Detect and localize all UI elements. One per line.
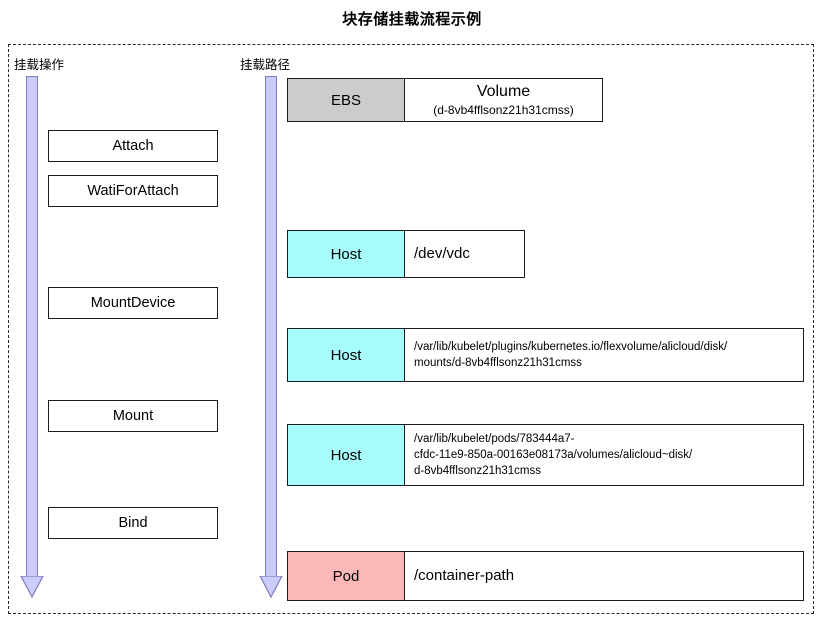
- arrow-shaft-cap: [265, 76, 277, 77]
- arrow-shaft-cap: [26, 76, 38, 77]
- page-title: 块存储挂载流程示例: [342, 11, 482, 28]
- path-row-host-pods[interactable]: Host /var/lib/kubelet/pods/783444a7- cfd…: [287, 424, 804, 486]
- operation-box-mount[interactable]: Mount: [48, 400, 218, 432]
- column-header-operation: 挂载操作: [14, 58, 65, 72]
- operation-box-bind[interactable]: Bind: [48, 507, 218, 539]
- path-value: /var/lib/kubelet/plugins/kubernetes.io/f…: [405, 329, 803, 381]
- path-value-title: Volume: [476, 83, 531, 100]
- path-value-subtitle: (d-8vb4fflsonz21h31cmss): [433, 103, 574, 117]
- path-owner-label: Host: [288, 425, 405, 485]
- path-value-line-2: mounts/d-8vb4fflsonz21h31cmss: [414, 357, 582, 369]
- operation-box-mountdevice[interactable]: MountDevice: [48, 287, 218, 319]
- path-value-line-2: cfdc-11e9-850a-00163e08173a/volumes/alic…: [414, 449, 693, 461]
- path-owner-label: Pod: [288, 552, 405, 600]
- path-value: /dev/vdc: [405, 231, 524, 277]
- arrow-head-icon: [20, 575, 44, 599]
- path-row-pod[interactable]: Pod /container-path: [287, 551, 804, 601]
- path-owner-label: Host: [288, 231, 405, 277]
- operation-label: WatiForAttach: [87, 183, 179, 199]
- path-row-ebs[interactable]: EBS Volume (d-8vb4fflsonz21h31cmss): [287, 78, 603, 122]
- path-row-host-plugins[interactable]: Host /var/lib/kubelet/plugins/kubernetes…: [287, 328, 804, 382]
- path-flow-arrow: [259, 76, 283, 599]
- operation-box-attach[interactable]: Attach: [48, 130, 218, 162]
- arrow-shaft: [26, 76, 38, 576]
- path-value-line-1: /var/lib/kubelet/plugins/kubernetes.io/f…: [414, 341, 728, 353]
- path-owner-label: EBS: [288, 79, 405, 121]
- path-value-line-1: /var/lib/kubelet/pods/783444a7-: [414, 433, 575, 445]
- path-owner-label: Host: [288, 329, 405, 381]
- path-row-host-device[interactable]: Host /dev/vdc: [287, 230, 525, 278]
- operation-flow-arrow: [20, 76, 44, 599]
- operation-box-waitforattach[interactable]: WatiForAttach: [48, 175, 218, 207]
- arrow-shaft: [265, 76, 277, 576]
- path-value: /var/lib/kubelet/pods/783444a7- cfdc-11e…: [405, 425, 803, 485]
- arrow-head-icon: [259, 575, 283, 599]
- operation-label: MountDevice: [90, 295, 176, 311]
- operation-label: Bind: [118, 515, 148, 531]
- operation-label: Mount: [112, 408, 154, 424]
- path-value-text: /dev/vdc: [414, 245, 470, 262]
- column-header-path: 挂载路径: [240, 58, 291, 72]
- path-value: Volume (d-8vb4fflsonz21h31cmss): [405, 79, 602, 121]
- path-value-text: /container-path: [414, 567, 515, 584]
- operation-label: Attach: [112, 138, 154, 154]
- path-value: /container-path: [405, 552, 803, 600]
- path-value-line-3: d-8vb4fflsonz21h31cmss: [414, 465, 541, 477]
